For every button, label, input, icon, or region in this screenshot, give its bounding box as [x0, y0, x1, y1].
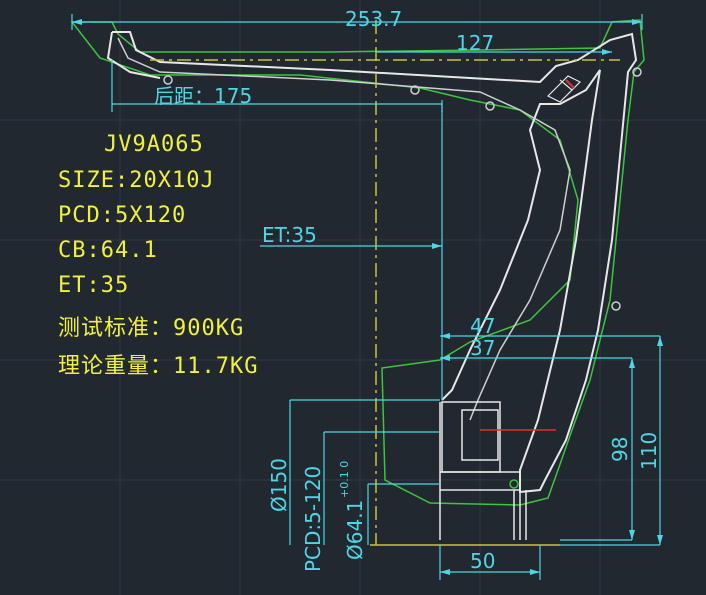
dimension-arrows — [72, 19, 663, 575]
dim-backspace: 后距：175 — [154, 84, 252, 108]
dim-pcd: PCD:5-120 — [301, 466, 325, 572]
hub-green-mark — [509, 479, 519, 489]
profile-points — [163, 67, 642, 311]
dim-overall-width: 253.7 — [345, 7, 402, 31]
dim-110: 110 — [637, 432, 661, 470]
dim-et: ET:35 — [262, 223, 317, 247]
wheel-profile-outer — [112, 31, 638, 494]
dim-d150: Ø150 — [267, 458, 291, 512]
dim-98: 98 — [608, 437, 632, 462]
spec-cb: CB:64.1 — [58, 238, 158, 263]
spec-model: JV9A065 — [104, 132, 204, 157]
spec-test-load: 测试标准：900KG — [58, 316, 245, 341]
wheel-profile-inner — [117, 37, 571, 421]
spec-et: ET:35 — [58, 273, 130, 298]
dim-cb-tolerance: +0.1 0 — [338, 461, 351, 498]
dim-37: 37 — [470, 336, 495, 360]
valve-stem — [546, 75, 582, 103]
valve-red-mark — [565, 79, 575, 89]
spec-pcd: PCD:5X120 — [58, 203, 187, 228]
hub-section — [439, 401, 527, 540]
machining-envelope-outline — [70, 19, 645, 506]
spec-size: SIZE:20X10J — [58, 168, 215, 193]
dim-50: 50 — [470, 549, 495, 573]
dim-inner-width: 127 — [456, 31, 494, 55]
spec-theory-weight: 理论重量：11.7KG — [58, 354, 259, 379]
dim-47: 47 — [470, 314, 495, 338]
dim-cb-diameter: Ø64.1 — [343, 500, 367, 560]
rim-flange-left — [106, 31, 161, 79]
